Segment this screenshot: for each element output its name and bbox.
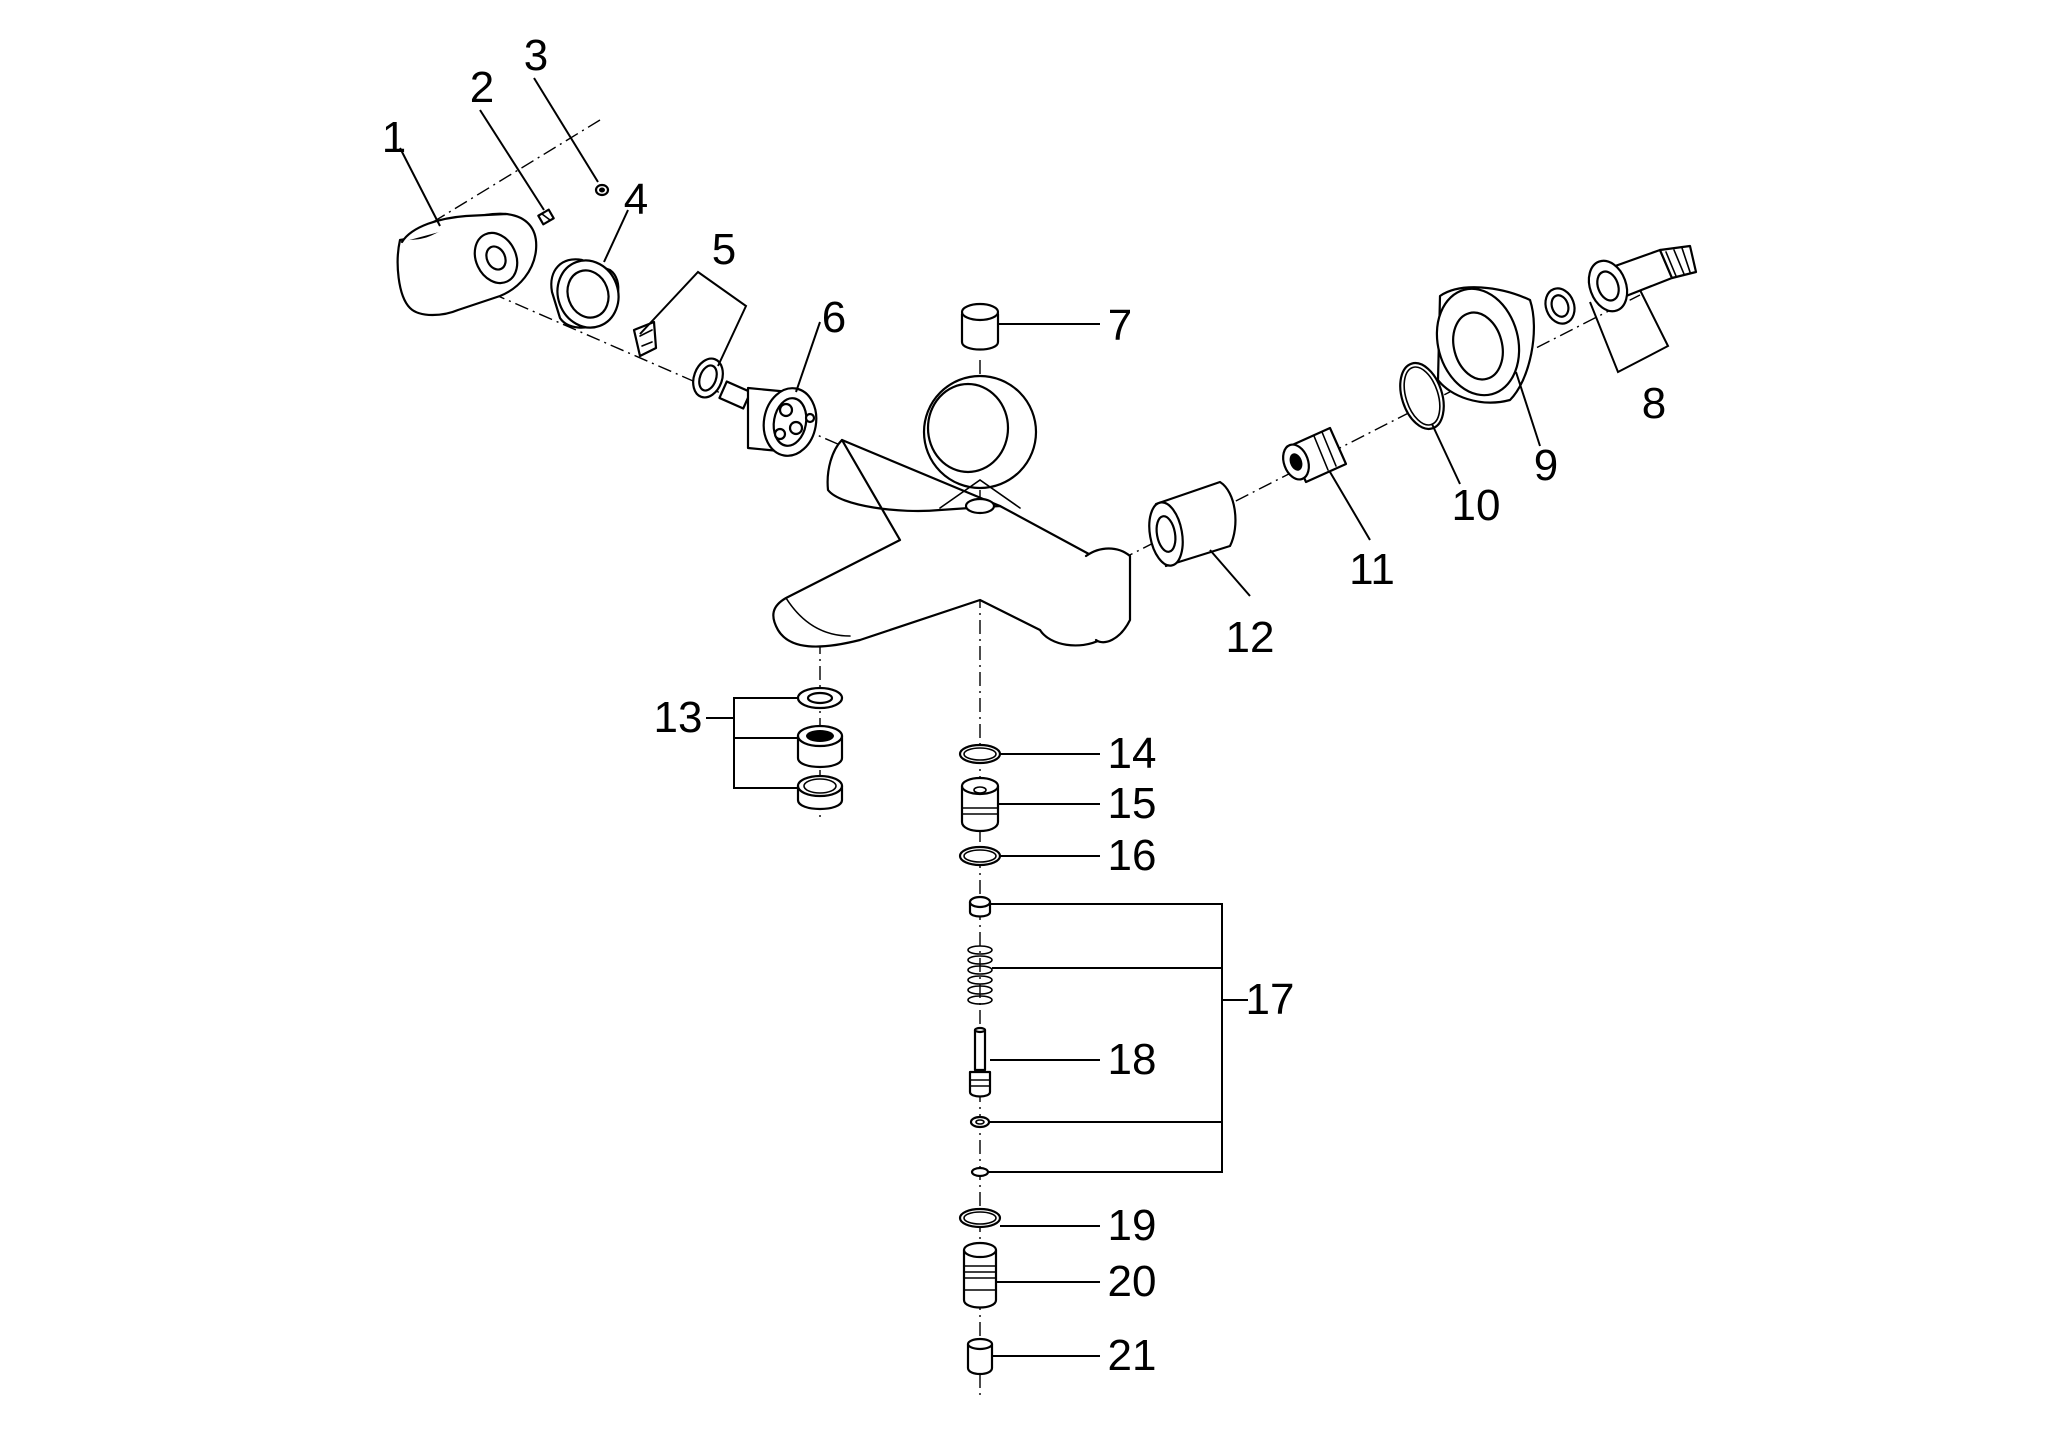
- leader-lines: [399, 77, 1670, 1357]
- spindle-18-part: [968, 1026, 992, 1098]
- callout-labels: 1 2 3 4 5 6 7 8 9 10 11 12 13 14 15 16 1…: [382, 31, 1666, 1380]
- eccentric-union-part: [1282, 426, 1348, 484]
- callout-7: 7: [1108, 301, 1132, 350]
- nut-part: [1148, 480, 1237, 568]
- ring-part: [550, 258, 620, 329]
- small-ring-17b-part: [970, 1166, 990, 1178]
- diverter-15-part: [960, 776, 1000, 833]
- callout-18: 18: [1108, 1035, 1157, 1084]
- callout-15: 15: [1108, 779, 1157, 828]
- cap-part: [594, 183, 610, 197]
- callout-14: 14: [1108, 729, 1157, 778]
- inlet-fitting-part: [1587, 244, 1698, 313]
- callout-9: 9: [1534, 441, 1558, 490]
- callout-1: 1: [382, 113, 406, 162]
- lever-handle-part: [396, 212, 538, 317]
- stop-ring-part: [692, 357, 724, 399]
- clip-part: [632, 320, 658, 358]
- callout-20: 20: [1108, 1257, 1157, 1306]
- o-ring-16-part: [958, 845, 1002, 867]
- top-cap-part: [960, 302, 1000, 351]
- mixer-body-part: [772, 374, 1132, 648]
- callout-12: 12: [1226, 613, 1275, 662]
- callout-10: 10: [1452, 481, 1501, 530]
- cartridge-part: [718, 380, 818, 457]
- o-ring-19-part: [958, 1207, 1002, 1229]
- screw-part: [537, 208, 555, 226]
- o-ring-14-part: [958, 743, 1002, 765]
- escutcheon-part: [1435, 286, 1536, 404]
- small-ring-17a-part: [969, 1115, 991, 1129]
- housing-20-part: [962, 1241, 998, 1309]
- callout-5: 5: [712, 225, 736, 274]
- aerator-set-part: [796, 686, 844, 810]
- callout-21: 21: [1108, 1331, 1157, 1380]
- callout-11: 11: [1349, 545, 1395, 594]
- washer-part: [1544, 287, 1576, 325]
- spring-part: [967, 945, 993, 1005]
- callout-2: 2: [470, 63, 494, 112]
- sleeve-17-part: [968, 895, 992, 918]
- callout-6: 6: [822, 293, 846, 342]
- callout-16: 16: [1108, 831, 1157, 880]
- cap-21-part: [966, 1337, 994, 1376]
- callout-4: 4: [624, 175, 648, 224]
- callout-13: 13: [654, 693, 703, 742]
- callout-3: 3: [524, 31, 548, 80]
- callout-8: 8: [1642, 379, 1666, 428]
- callout-17: 17: [1246, 975, 1295, 1024]
- callout-19: 19: [1108, 1201, 1157, 1250]
